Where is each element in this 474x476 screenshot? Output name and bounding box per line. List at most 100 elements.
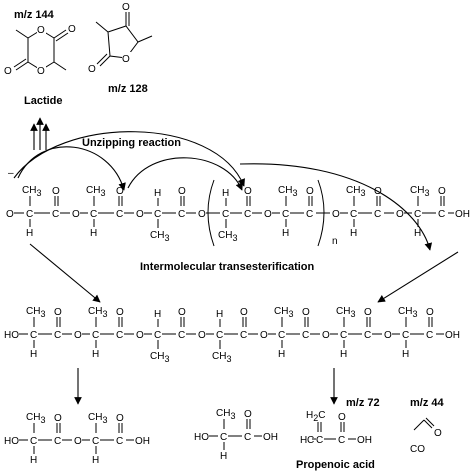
methyl-group: CH3 <box>346 185 365 198</box>
atom-o: O <box>116 186 124 197</box>
unzipping-arc-mid <box>127 157 243 191</box>
unzipping-arc-short <box>17 146 126 191</box>
initial-hydroxyl: HO <box>4 330 19 341</box>
atom-c: C <box>244 432 251 443</box>
atom-c: C <box>282 209 289 220</box>
atom-h: H <box>90 228 97 239</box>
arrow-right-curve <box>239 163 433 251</box>
methyl-group: CH3 <box>22 185 41 198</box>
atom-o: O <box>52 186 60 197</box>
atom-o: O <box>72 209 80 220</box>
atom-h: H <box>216 309 223 320</box>
atom-c: C <box>240 330 247 341</box>
atom-h: H <box>278 349 285 360</box>
acetaldehyde-bond-2 <box>423 419 433 429</box>
atom-o: O <box>74 330 82 341</box>
vinyl-hydrogen: H <box>300 435 307 446</box>
atom-h: H <box>340 349 347 360</box>
terminal-hydroxyl: OH <box>445 330 460 341</box>
atom-c: C <box>306 209 313 220</box>
methyl-group: CH3 <box>26 306 45 319</box>
atom-c: C <box>52 209 59 220</box>
lactone-carbonyl-bond-2 <box>96 53 108 65</box>
lactone-methyl-bond-2 <box>137 35 153 43</box>
atom-h: H <box>154 188 161 199</box>
acetaldehyde-bond-3 <box>425 417 435 427</box>
atom-c: C <box>54 436 61 447</box>
atom-o: O <box>438 186 446 197</box>
atom-o: O <box>332 209 340 220</box>
atom-c: C <box>426 330 433 341</box>
atom-h: H <box>222 188 229 199</box>
atom-h: H <box>154 309 161 320</box>
atom-c: C <box>30 436 37 447</box>
methyl-group: CH3 <box>398 306 417 319</box>
lactic-dimer: HO C CH3 H C O O C CH3 H C O OH <box>4 412 150 466</box>
propenoic-acid: m/z 72 H2C H C C C O OH Propenoic acid <box>296 397 380 471</box>
mz144-label: m/z 144 <box>14 9 55 21</box>
atom-c: C <box>154 330 161 341</box>
initial-hydroxyl: HO <box>194 432 209 443</box>
atom-c: C <box>364 330 371 341</box>
atom-c: C <box>302 330 309 341</box>
atom-o: O <box>122 2 130 13</box>
terminal-hydroxyl: OH <box>357 435 372 446</box>
atom-c: C <box>350 209 357 220</box>
unzipping-label: Unzipping reaction <box>82 137 181 149</box>
atom-c: C <box>222 209 229 220</box>
mz72-label: m/z 72 <box>346 397 380 409</box>
atom-o: O <box>260 330 268 341</box>
atom-c: C <box>414 209 421 220</box>
atom-o: O <box>240 307 248 318</box>
atom-o: O <box>37 66 45 77</box>
atom-h: H <box>402 349 409 360</box>
atom-o: O <box>338 412 346 423</box>
atom-o: O <box>434 428 442 439</box>
atom-c: C <box>316 435 323 446</box>
atom-o: O <box>306 186 314 197</box>
atom-o: O <box>74 436 82 447</box>
methyl-group: CH3 <box>86 185 105 198</box>
propenoic-label: Propenoic acid <box>296 459 375 471</box>
atom-c: C <box>402 330 409 341</box>
methyl-group: CH3 <box>410 185 429 198</box>
atom-c: C <box>178 330 185 341</box>
acetaldehyde-bond <box>413 419 425 431</box>
atom-o: O <box>68 24 76 35</box>
atom-o: O <box>244 409 252 420</box>
atom-o: O <box>136 330 144 341</box>
lactide-carbonyl-bond <box>53 29 67 39</box>
methyl-group: CH3 <box>150 230 169 243</box>
atom-o: O <box>198 209 206 220</box>
atom-h: H <box>220 451 227 462</box>
transesterification-arrows: Intermolecular transesterification <box>29 163 459 303</box>
unzipping-arrows: Unzipping reaction <box>13 131 245 191</box>
atom-o: O <box>88 64 96 75</box>
atom-c: C <box>116 330 123 341</box>
methyl-group: CH3 <box>150 351 169 364</box>
atom-o: O <box>384 330 392 341</box>
lactone-carbonyl-bond <box>99 55 111 67</box>
arrow-left-down <box>29 243 101 303</box>
mz128-structure: O O O m/z 128 <box>88 2 153 95</box>
atom-o: O <box>364 307 372 318</box>
atom-c: C <box>54 330 61 341</box>
atom-h: H <box>30 455 37 466</box>
polymer-chain: – O C CH3 H C O O C CH3 H C O O C H <box>6 168 470 247</box>
lactide-carbonyl-bond-4 <box>13 58 27 68</box>
carbon-monoxide: CO <box>410 444 425 455</box>
lactone-ring-bonds <box>107 25 139 59</box>
atom-c: C <box>90 209 97 220</box>
atom-h: H <box>30 349 37 360</box>
initial-hydroxyl: HO <box>4 436 19 447</box>
atom-c: C <box>92 330 99 341</box>
atom-h: H <box>350 228 357 239</box>
atom-o: O <box>54 307 62 318</box>
atom-c: C <box>26 209 33 220</box>
atom-h: H <box>414 228 421 239</box>
methyl-group: CH3 <box>88 412 107 425</box>
atom-c: C <box>30 330 37 341</box>
atom-h: H <box>282 228 289 239</box>
atom-c: C <box>178 209 185 220</box>
